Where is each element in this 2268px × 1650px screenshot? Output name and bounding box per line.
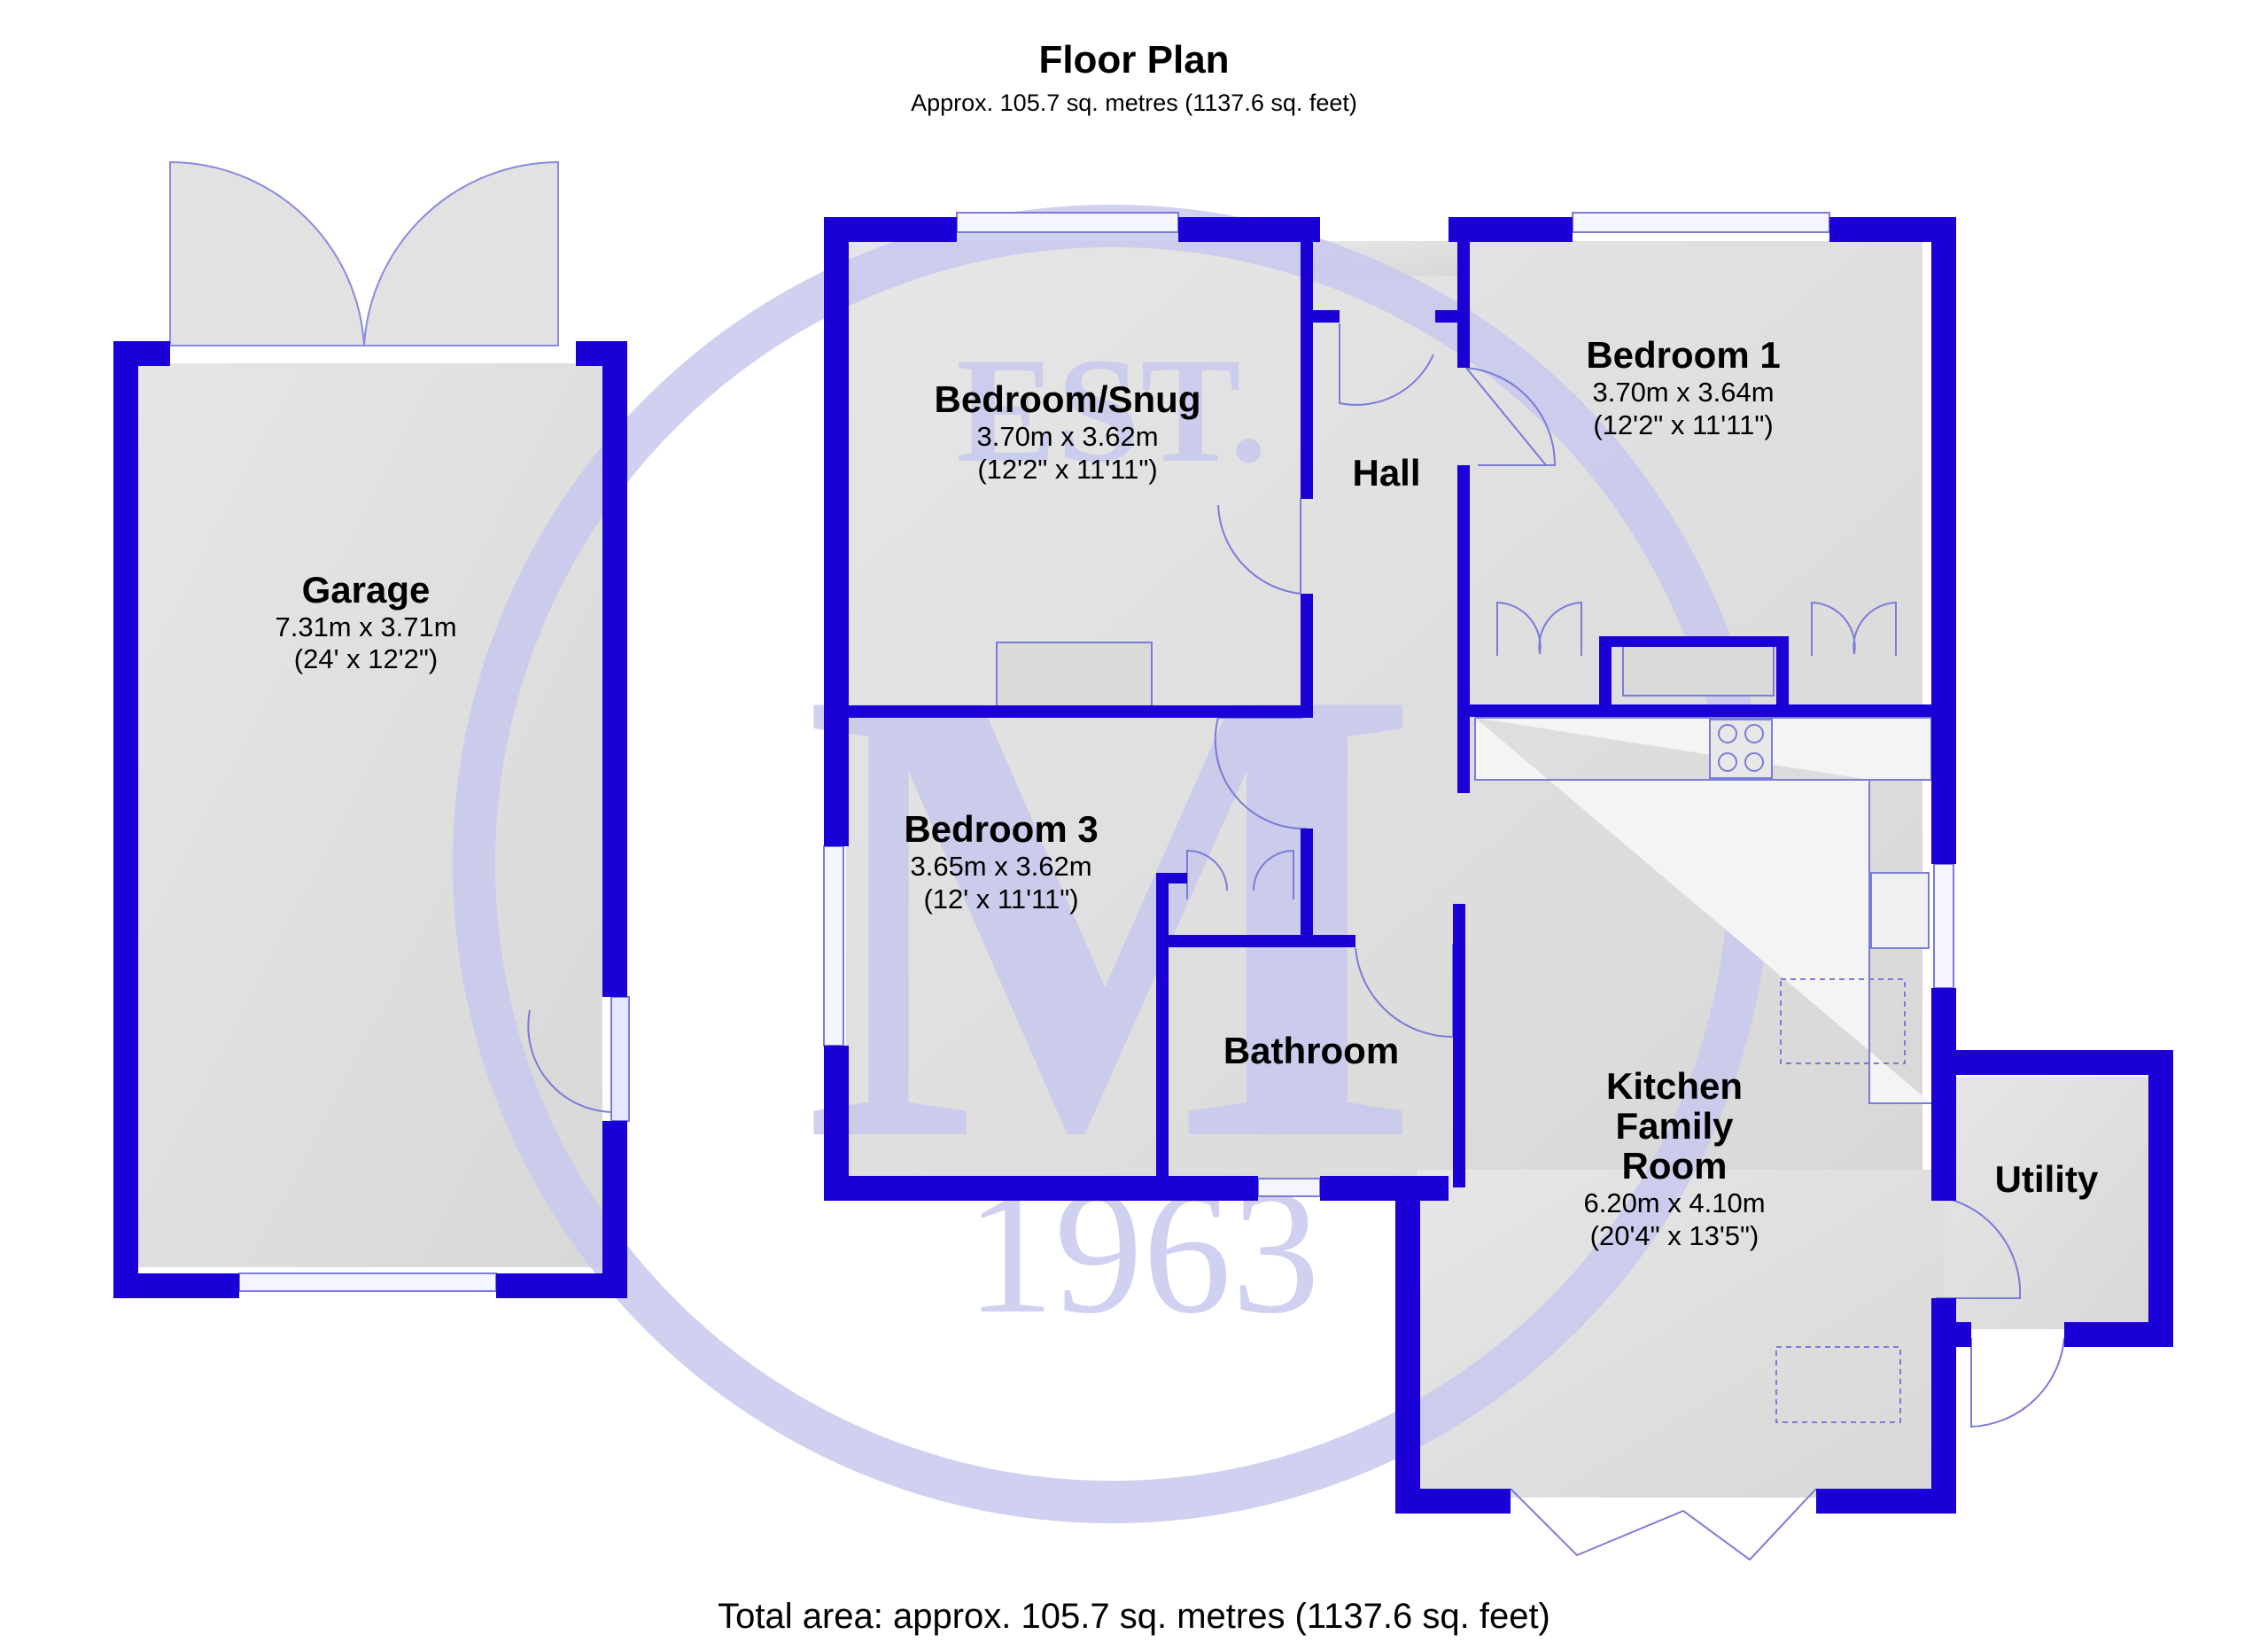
main-wall-top-snug: [1178, 217, 1320, 242]
bed3-cupboard-top: [1156, 873, 1187, 883]
bedroom1-dim-m: 3.70m x 3.64m: [1592, 377, 1774, 408]
hall-entry-door: [1339, 323, 1434, 406]
utility-wall-bottom-left: [1931, 1322, 1971, 1347]
bed3-hall-wall-upper: [1301, 829, 1313, 935]
bedroom3-door: [1214, 717, 1308, 830]
kitchen-dim-m: 6.20m x 4.10m: [1583, 1187, 1765, 1218]
bed3-cupboard-wall: [1156, 873, 1169, 944]
utility-wall-bottom: [2064, 1322, 2173, 1347]
bedroom3-dim-m: 3.65m x 3.62m: [910, 851, 1091, 882]
watermark-est: EST.: [956, 327, 1267, 494]
bedroom1-name: Bedroom 1: [1586, 334, 1780, 376]
hall-bed1-wall-upper: [1457, 217, 1470, 368]
kitchen-name-1: Kitchen: [1606, 1065, 1743, 1107]
garage-wall-top-left: [113, 341, 170, 366]
hob: [1709, 719, 1773, 779]
kitchen-worktop: [1474, 717, 1932, 1104]
garage-dim-ft: (24' x 12'2"): [294, 643, 438, 674]
bedroom1-door: [1465, 367, 1557, 466]
bathroom-wall-right: [1453, 904, 1465, 1187]
main-wall-left-upper: [824, 217, 849, 846]
kitchen-island: [1780, 978, 1906, 1064]
garage-door-sweep: [169, 160, 559, 346]
main-wall-bottom-mid: [1320, 1176, 1449, 1201]
bed1-wardrobe-top: [1599, 636, 1789, 647]
snug-hall-wall-lower: [1301, 594, 1313, 718]
main-wall-bottom-left: [824, 1176, 1258, 1201]
snug-bed3-wall: [837, 705, 1313, 718]
hall-name: Hall: [1352, 452, 1420, 494]
bedroom3-name: Bedroom 3: [904, 808, 1098, 850]
hall-entry-wall: [1313, 310, 1340, 323]
snug-hall-wall-upper: [1301, 217, 1313, 499]
snug-name: Bedroom/Snug: [935, 378, 1201, 420]
bed1-wardrobe-divider-1: [1599, 638, 1612, 713]
garage-wall-right: [602, 341, 627, 997]
kitchen-bifold-doors: [1510, 1488, 1817, 1561]
bedroom1-dim-ft: (12'2" x 11'11"): [1593, 409, 1773, 440]
bathroom-window: [1257, 1178, 1321, 1197]
bathroom-wall-top: [1156, 935, 1355, 947]
kitchen-wall-left: [1395, 1176, 1420, 1513]
garage-side-door-frame: [610, 996, 630, 1122]
hob-ring-1: [1718, 724, 1737, 743]
garage-wall-left: [113, 341, 138, 1298]
bedroom1-wardrobe-mid: [1622, 642, 1775, 697]
bathroom-door: [1355, 944, 1454, 1039]
utility-name: Utility: [1995, 1158, 2099, 1200]
room-labels: Garage 7.31m x 3.71m (24' x 12'2") Bedro…: [275, 334, 2098, 1251]
bedroom3-window: [823, 845, 844, 1047]
bed1-kitchen-wall: [1466, 704, 1940, 717]
main-wall-right-upper: [1931, 217, 1956, 864]
garage-dim-m: 7.31m x 3.71m: [275, 611, 456, 642]
kitchen-floor: [1418, 1170, 1953, 1498]
bedroom1-wardrobe-left: [1496, 601, 1582, 656]
main-wall-left-lower: [824, 1046, 849, 1201]
kitchen-name-3: Room: [1622, 1145, 1728, 1187]
utility-door: [1935, 1195, 2022, 1299]
utility-wall-right: [2148, 1050, 2173, 1347]
snug-door: [1217, 498, 1301, 595]
fixtures: [238, 212, 2065, 1561]
bedroom1-window: [1572, 212, 1830, 233]
garage-name: Garage: [302, 569, 431, 611]
utility-back-door: [1970, 1337, 2065, 1428]
hob-ring-3: [1718, 752, 1737, 772]
hall-bed1-stub: [1435, 310, 1462, 323]
utility-floor: [1945, 1077, 2153, 1329]
kitchen-table: [1775, 1346, 1901, 1423]
garage-wall-bottom-left: [113, 1273, 239, 1298]
garage-wall-right-low: [602, 1121, 627, 1298]
bathroom-wall-left: [1156, 935, 1169, 1187]
total-area: Total area: approx. 105.7 sq. metres (11…: [718, 1597, 1550, 1636]
utility-kitchen-wall-upper: [1931, 1050, 1944, 1196]
kitchen-dim-ft: (20'4" x 13'5"): [1590, 1220, 1759, 1251]
snug-window: [956, 212, 1179, 233]
kitchen-window: [1933, 863, 1954, 989]
bathroom-name: Bathroom: [1223, 1030, 1399, 1071]
hob-ring-4: [1744, 752, 1764, 772]
garage-rear-window: [238, 1273, 497, 1292]
hob-ring-2: [1744, 724, 1764, 743]
page-title: Floor Plan: [1038, 38, 1229, 82]
kitchen-wall-bottom-left: [1395, 1489, 1511, 1514]
bed1-wardrobe-divider-2: [1776, 638, 1789, 713]
snug-dim-ft: (12'2" x 11'11"): [977, 454, 1157, 485]
utility-wall-top: [1931, 1050, 2173, 1075]
hall-bed1-wall-lower: [1457, 465, 1470, 793]
kitchen-sink: [1870, 872, 1930, 949]
walls: [113, 217, 2173, 1514]
page-subtitle: Approx. 105.7 sq. metres (1137.6 sq. fee…: [911, 90, 1357, 116]
bedroom3-cupboard-doors: [1186, 849, 1294, 899]
snug-dim-m: 3.70m x 3.62m: [976, 421, 1158, 452]
snug-wardrobe: [996, 642, 1153, 710]
garage-wall-bottom-right: [496, 1273, 627, 1298]
bedroom1-wardrobe-right: [1811, 601, 1897, 656]
bedroom3-dim-ft: (12' x 11'11"): [923, 883, 1078, 915]
kitchen-name-2: Family: [1615, 1105, 1734, 1147]
